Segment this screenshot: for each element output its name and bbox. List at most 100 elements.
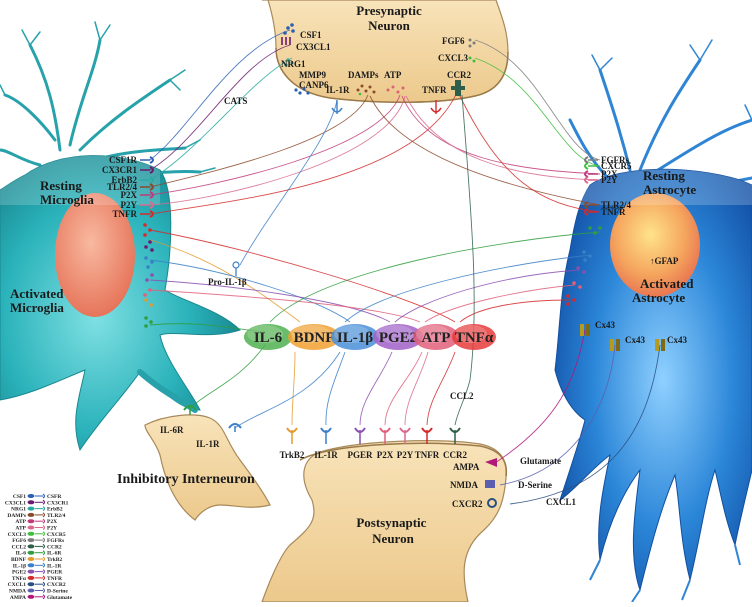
legend-row: BDNF TrkB2 (11, 556, 62, 563)
astrocyte-vesicles (566, 226, 602, 306)
resting-microglia-title: Resting Microglia (40, 178, 94, 207)
canp6-label: CANP6 (299, 80, 329, 90)
postsynaptic-receptor-label: IL-1R (314, 450, 338, 460)
legend-right-label: CSFR (47, 494, 62, 500)
postsynaptic-receptor-label: P2X (377, 450, 394, 460)
microglia-receptor-label: CSF1R (109, 155, 138, 165)
astrocyte-receptor-tlr2-4: TLR2/4 (584, 200, 632, 210)
cytokine-label: IL-1β (337, 330, 373, 346)
astrocyte-receptor-label: P2Y (601, 175, 618, 185)
legend-left-label: NRG1 (11, 507, 26, 513)
legend-left-label: DAMPs (7, 513, 26, 519)
legend-right-label: CXCR2 (47, 582, 66, 588)
microglia-receptor-label: CX3CR1 (102, 165, 137, 175)
microglia-receptor-label: TLR2/4 (107, 182, 138, 192)
legend-left-label: NMDA (9, 589, 26, 595)
astrocyte-receptor-label: TNFR (601, 207, 626, 217)
legend-row: CXCL1 CXCR2 (8, 581, 66, 588)
cytokine-pge2: PGE2 (373, 324, 423, 350)
presynaptic-markers (281, 23, 476, 114)
astrocyte-receptor-label: FGFRs (601, 155, 629, 165)
postsynaptic-title: Postsynaptic Neuron (356, 515, 429, 546)
legend-left-label: ATP (15, 519, 26, 525)
glutamate-label: Glutamate (520, 456, 561, 466)
legend-left-label: CSF1 (13, 494, 26, 500)
il1r-pre-label: IL-1R (326, 85, 350, 95)
legend-left-label: CXCL1 (8, 582, 27, 588)
presynaptic-label-group: CSF1 CX3CL1 NRG1 MMP9 CANP6 IL-1R DAMPs … (224, 30, 471, 106)
legend-left-label: IL-6 (16, 551, 27, 557)
pro-il1b-label: Pro-IL-1β (208, 277, 247, 287)
astrocyte-receptor-p2y: P2Y (584, 175, 618, 185)
legend-left-label: IL-1β (13, 563, 26, 569)
legend-left-label: FGF6 (12, 538, 26, 544)
postsynaptic-receptor-p2y: P2Y (397, 427, 414, 460)
dserine-label: D-Serine (518, 480, 552, 490)
nmda-label: NMDA (450, 480, 478, 490)
legend-row: CSF1 CSFR (13, 493, 62, 500)
microglia-cell: Resting Microglia Activated Microglia (0, 21, 241, 452)
tnfr-pre-label: TNFR (422, 85, 447, 95)
presynaptic-title-top: Presynaptic (356, 3, 422, 18)
legend-right-label: IL-6R (47, 551, 62, 557)
legend-right-label: ErbB2 (47, 507, 63, 513)
microglia-receptor-label: TNFR (113, 209, 138, 219)
legend-right-label: TNFR (47, 576, 63, 582)
activated-astrocyte-title: Activated Astrocyte (632, 276, 697, 305)
il1r-inter-label: IL-1R (196, 439, 220, 449)
cytokine-il-1-: IL-1β (331, 324, 379, 350)
microglia-receptor-label: ErbB2 (111, 175, 137, 185)
cytokine-label: TNFα (455, 330, 494, 346)
csf1-label: CSF1 (300, 30, 322, 40)
legend-right-label: Glutamate (47, 595, 73, 601)
microglia-receptor-csf1r: CSF1R (109, 155, 154, 165)
damps-label: DAMPs (348, 70, 379, 80)
cx43-label: Cx43 (595, 320, 615, 330)
legend-left-label: CXCL3 (8, 532, 27, 538)
postsynaptic-receptor-label: TNFR (415, 450, 440, 460)
cytokine-label: BDNF (294, 330, 335, 346)
legend-row: TNFα TNFR (12, 575, 63, 582)
postsynaptic-receptor-label: TrkB2 (280, 450, 305, 460)
resting-astrocyte-title: Resting Astrocyte (643, 168, 696, 197)
astrocyte-cell: Resting Astrocyte Activated Astrocyte ↑G… (554, 39, 752, 603)
legend-left-label: TNFα (12, 576, 27, 582)
atp-pre-label: ATP (384, 70, 402, 80)
cxcl3-label: CXCL3 (438, 53, 469, 63)
cxcr2-label: CXCR2 (452, 499, 483, 509)
fgf6-label: FGF6 (442, 36, 465, 46)
postsynaptic-receptor-trkb2: TrkB2 (280, 427, 305, 460)
postsynaptic-receptor-label: P2Y (397, 450, 414, 460)
microglia-receptor-label: P2X (121, 190, 138, 200)
legend-right-label: CX3CR1 (47, 500, 69, 506)
astrocyte-receptor-label: P2X (601, 169, 618, 179)
cytokine-il-6: IL-6 (244, 324, 292, 350)
legend-right-label: TrkB2 (47, 557, 62, 563)
legend-right-label: D-Serine (47, 589, 68, 595)
postsynaptic-neuron (261, 440, 508, 603)
legend-row: NMDA D-Serine (9, 588, 68, 595)
legend-right-label: IL-1R (47, 563, 62, 569)
cx3cl1-label: CX3CL1 (296, 42, 331, 52)
astrocyte-receptor-label: CXCR5 (601, 161, 632, 171)
postsynaptic-receptor-label: CCR2 (443, 450, 467, 460)
interneuron-receptors (183, 405, 242, 432)
cx43-channel: Cx43 (655, 335, 687, 351)
ampa-label: AMPA (453, 462, 480, 472)
inhibitory-interneuron (144, 414, 271, 521)
legend-left-label: BDNF (11, 557, 27, 563)
cx43-label: Cx43 (625, 335, 645, 345)
legend-right-label: CCR2 (47, 544, 62, 550)
microglia-vesicles (143, 223, 240, 328)
cytokine-tnf-: TNFα (452, 324, 496, 350)
postsynaptic-side-receptors (485, 458, 497, 508)
